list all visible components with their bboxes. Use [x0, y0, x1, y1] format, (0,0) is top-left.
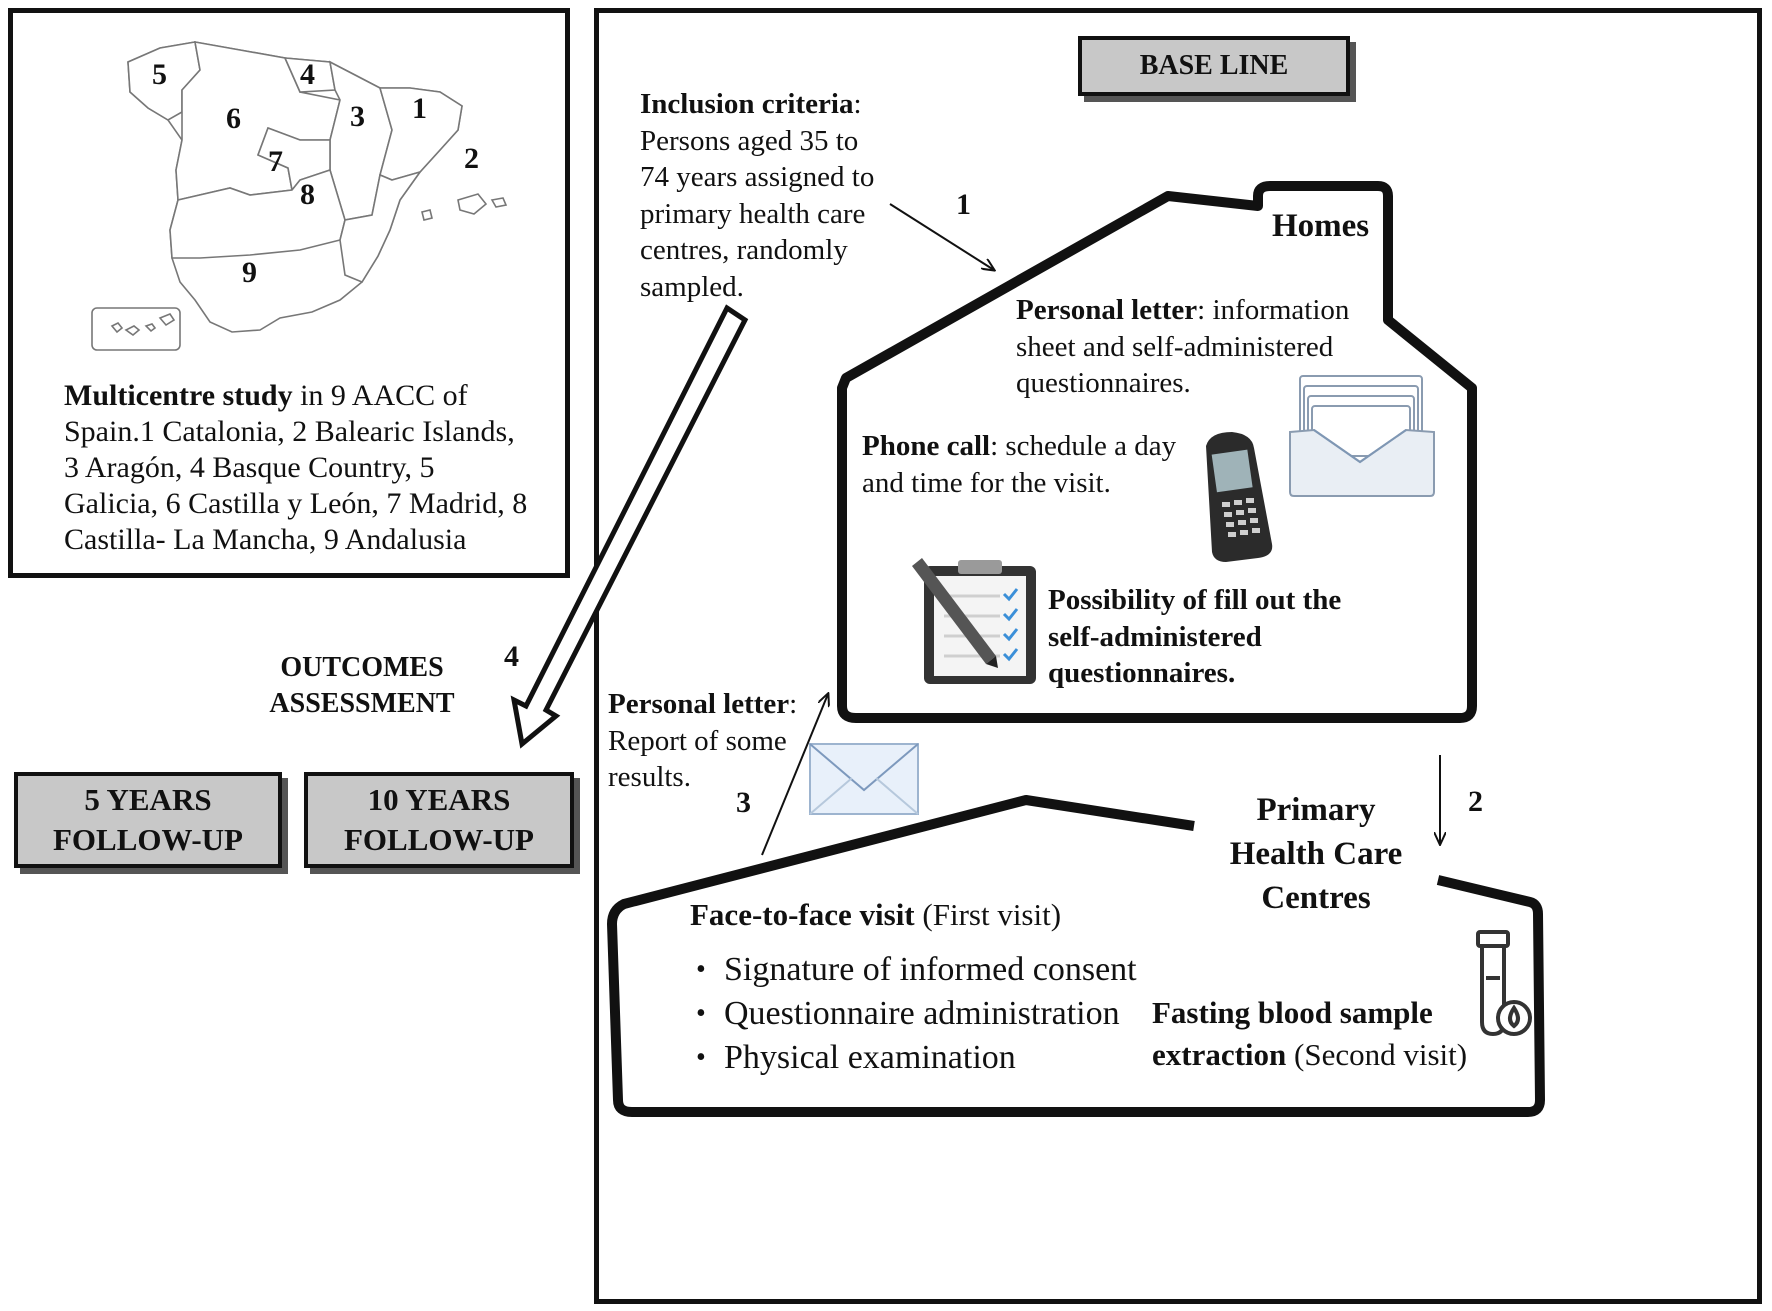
homes-house-outline — [837, 181, 1477, 723]
phcc-title: Primary Health Care Centres — [1229, 792, 1403, 916]
inclusion-line-2: 74 years assigned to — [640, 161, 875, 193]
arrow-3-label: 3 — [736, 786, 751, 819]
list-item: Physical examination — [690, 1036, 1137, 1080]
region-number-2: 2 — [464, 142, 479, 175]
baseline-label-box: BASE LINE — [1078, 36, 1350, 96]
arrow-4-hollow — [510, 304, 749, 749]
map-caption-line-5: Castilla- La Mancha, 9 Andalusia — [64, 523, 467, 556]
map-caption: Multicentre study in 9 AACC of Spain.1 C… — [64, 378, 527, 558]
arrow-4-label: 4 — [504, 640, 519, 673]
phcc-house-outline — [607, 795, 1545, 1117]
baseline-panel — [594, 8, 1762, 1304]
inclusion-line-3: primary health care — [640, 197, 866, 230]
map-caption-line-2: Spain.1 Catalonia, 2 Balearic Islands, — [64, 415, 515, 448]
arrow-1 — [889, 203, 994, 270]
inclusion-line-1: Persons aged 35 to — [640, 124, 859, 157]
inclusion-line-4: centres, randomly — [640, 234, 848, 266]
region-number-3: 3 — [350, 100, 365, 133]
map-caption-line-4: Galicia, 6 Castilla y León, 7 Madrid, 8 — [64, 487, 528, 520]
homes-title: Homes — [1272, 208, 1370, 244]
region-number-7: 7 — [268, 145, 283, 178]
region-number-5: 5 — [152, 58, 167, 91]
visit-activities-list: Signature of informed consent Questionna… — [690, 948, 1137, 1080]
map-caption-line-1: in 9 AACC of — [292, 379, 468, 412]
map-caption-line-3: 3 Aragón, 4 Basque Country, 5 — [64, 451, 435, 484]
region-number-8: 8 — [300, 178, 315, 211]
arrow-2-label: 2 — [1468, 785, 1483, 818]
region-number-1: 1 — [412, 92, 427, 125]
region-number-6: 6 — [226, 102, 241, 135]
outcomes-assessment-label: OUTCOMES ASSESSMENT — [269, 652, 455, 719]
arrow-1-label: 1 — [956, 188, 971, 221]
baseline-label: BASE LINE — [1139, 50, 1289, 81]
inclusion-title: Inclusion criteria — [640, 88, 854, 120]
blood-sample-text: Fasting blood sample extraction (Second … — [1152, 995, 1468, 1072]
region-number-9: 9 — [242, 256, 257, 289]
region-number-4: 4 — [300, 58, 315, 91]
map-caption-bold: Multicentre study — [64, 379, 293, 412]
homes-letter-text: Personal letter: information sheet and s… — [1016, 294, 1350, 399]
face-to-face-visit-heading: Face-to-face visit (First visit) — [690, 897, 1062, 932]
inclusion-line-5: sampled. — [640, 270, 744, 303]
homes-phone-text: Phone call: schedule a day and time for … — [862, 430, 1177, 499]
homes-fill-text: Possibility of fill out the self-adminis… — [1048, 584, 1342, 689]
report-letter-text: Personal letter: Report of some results. — [608, 688, 798, 793]
arrow-3 — [761, 694, 828, 856]
list-item: Signature of informed consent — [690, 948, 1137, 992]
inclusion-criteria: Inclusion criteria: Persons aged 35 to 7… — [640, 86, 874, 305]
list-item: Questionnaire administration — [690, 992, 1137, 1036]
